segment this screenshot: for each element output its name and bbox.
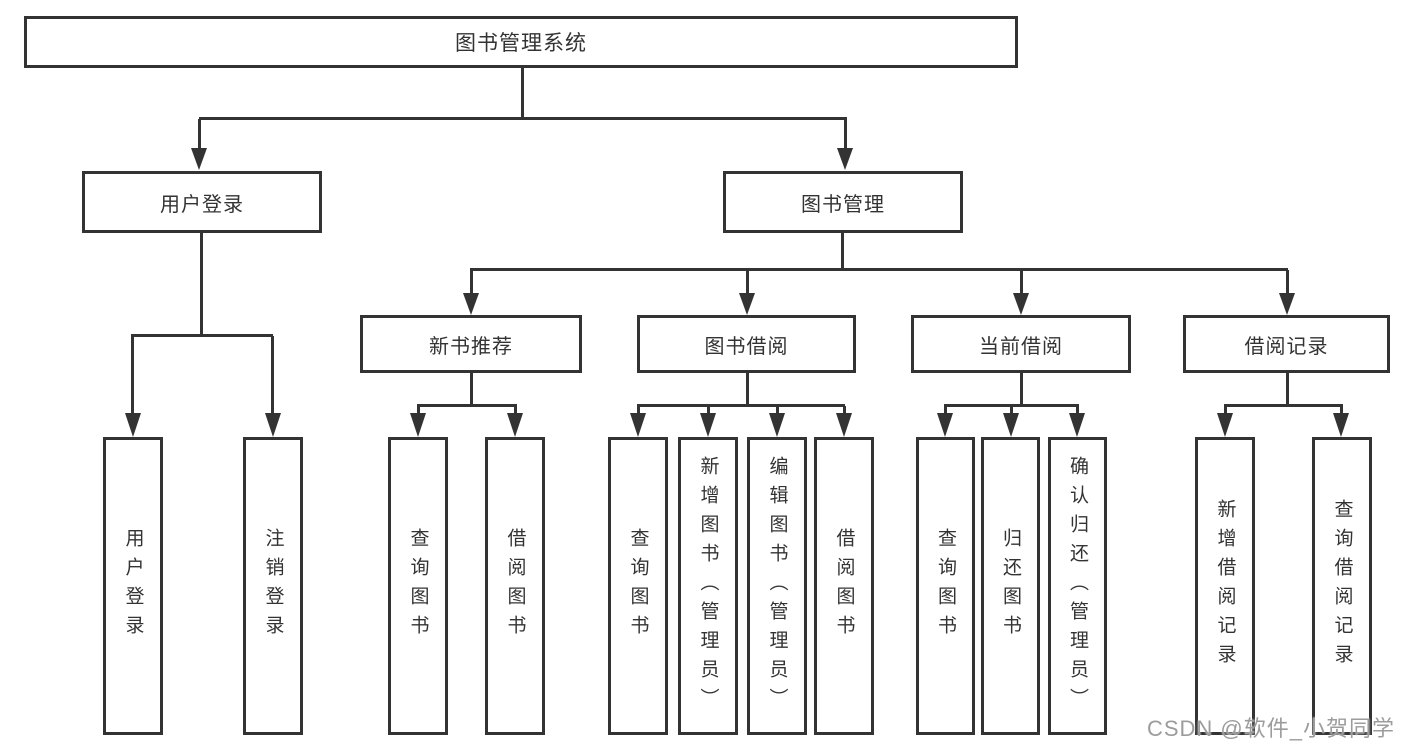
arrow-down-icon — [769, 413, 785, 437]
node-new-book-recommendation: 新书推荐 — [360, 315, 582, 373]
connector-records-drop-2 — [1340, 406, 1343, 414]
connector-records-drop-1 — [1224, 406, 1227, 414]
connector-user-login-rail — [131, 334, 273, 337]
leaf-return-books: 归还图书 — [981, 437, 1040, 735]
arrow-down-icon — [463, 293, 479, 315]
node-current-borrowing: 当前借阅 — [911, 315, 1131, 373]
connector-records-rail — [1224, 404, 1343, 407]
arrow-down-icon — [1003, 413, 1019, 437]
connector-root-rail — [199, 117, 847, 120]
node-label: 用户登录 — [160, 193, 244, 216]
arrow-down-icon — [700, 413, 716, 437]
arrow-down-icon — [265, 413, 281, 437]
leaf-query-books-borrowing: 查询图书 — [608, 437, 668, 735]
leaf-label: 查询图书 — [407, 528, 429, 644]
arrow-down-icon — [507, 413, 523, 437]
leaf-label: 用户登录 — [122, 528, 144, 644]
node-label: 图书借阅 — [704, 335, 789, 358]
connector-root-stem — [521, 68, 524, 119]
leaf-label: 编辑图书（管理员） — [766, 455, 788, 717]
arrow-down-icon — [410, 413, 426, 437]
arrow-down-icon — [191, 148, 207, 170]
leaf-label: 查询借阅记录 — [1331, 499, 1353, 673]
node-label: 新书推荐 — [429, 335, 513, 358]
csdn-watermark: CSDN @软件_小贺同学 — [1146, 716, 1395, 741]
connector-root-drop-right — [844, 119, 847, 152]
connector-book-mgmt-drop-3 — [1020, 270, 1023, 295]
leaf-query-books-recommend: 查询图书 — [388, 437, 448, 735]
connector-root-drop-left — [198, 119, 201, 152]
connector-book-mgmt-rail — [470, 268, 1288, 271]
connector-borrowing-rail — [637, 404, 845, 407]
connector-borrowing-stem — [746, 373, 749, 406]
connector-borrowing-drop-3 — [776, 406, 779, 414]
node-book-management: 图书管理 — [723, 171, 963, 233]
leaf-label: 查询图书 — [627, 528, 649, 644]
node-library-management-system: 图书管理系统 — [24, 16, 1018, 68]
arrow-down-icon — [1333, 413, 1349, 437]
connector-newbook-stem — [470, 373, 473, 406]
leaf-label: 借阅图书 — [833, 528, 855, 644]
connector-user-login-drop-1 — [131, 336, 134, 414]
arrow-down-icon — [1069, 413, 1085, 437]
leaf-add-book-admin: 新增图书（管理员） — [678, 437, 738, 735]
arrow-down-icon — [1217, 413, 1233, 437]
connector-records-stem — [1286, 373, 1289, 406]
arrow-down-icon — [1279, 293, 1295, 315]
arrow-down-icon — [836, 413, 852, 437]
leaf-logout: 注销登录 — [243, 437, 303, 735]
node-user-login: 用户登录 — [82, 171, 322, 233]
connector-newbook-drop-2 — [514, 406, 517, 414]
connector-current-drop-2 — [1010, 406, 1013, 414]
node-label: 图书管理 — [801, 193, 885, 216]
connector-borrowing-drop-1 — [637, 406, 640, 414]
connector-book-mgmt-drop-2 — [746, 270, 749, 295]
leaf-label: 新增图书（管理员） — [697, 455, 719, 717]
leaf-confirm-return-admin: 确认归还（管理员） — [1048, 437, 1107, 735]
arrow-down-icon — [125, 413, 141, 437]
node-label: 图书管理系统 — [455, 32, 587, 55]
connector-newbook-drop-1 — [417, 406, 420, 414]
leaf-query-books-current: 查询图书 — [916, 437, 975, 735]
connector-current-stem — [1020, 373, 1023, 406]
leaf-edit-book-admin: 编辑图书（管理员） — [747, 437, 807, 735]
arrow-down-icon — [1013, 293, 1029, 315]
connector-user-login-drop-2 — [271, 336, 274, 414]
leaf-user-login: 用户登录 — [103, 437, 163, 735]
connector-current-rail — [944, 404, 1079, 407]
leaf-borrow-books-recommend: 借阅图书 — [485, 437, 545, 735]
leaf-borrow-books: 借阅图书 — [814, 437, 874, 735]
arrow-down-icon — [837, 148, 853, 170]
connector-book-mgmt-drop-1 — [470, 270, 473, 295]
connector-borrowing-drop-2 — [707, 406, 710, 414]
leaf-label: 确认归还（管理员） — [1067, 455, 1088, 717]
connector-book-mgmt-drop-4 — [1286, 270, 1289, 295]
connector-current-drop-1 — [944, 406, 947, 414]
connector-current-drop-3 — [1076, 406, 1079, 414]
connector-newbook-rail — [417, 404, 517, 407]
connector-user-login-stem — [200, 233, 203, 337]
leaf-label: 注销登录 — [262, 528, 284, 644]
node-borrowing-records: 借阅记录 — [1183, 315, 1390, 373]
connector-book-mgmt-stem — [841, 233, 844, 271]
arrow-down-icon — [630, 413, 646, 437]
leaf-label: 借阅图书 — [504, 528, 526, 644]
connector-borrowing-drop-4 — [843, 406, 846, 414]
leaf-label: 归还图书 — [1000, 528, 1021, 644]
leaf-label: 新增借阅记录 — [1214, 499, 1236, 673]
leaf-label: 查询图书 — [935, 528, 956, 644]
arrow-down-icon — [937, 413, 953, 437]
arrow-down-icon — [739, 293, 755, 315]
node-book-borrowing: 图书借阅 — [637, 315, 856, 373]
node-label: 当前借阅 — [979, 335, 1063, 358]
leaf-add-borrow-record: 新增借阅记录 — [1195, 437, 1255, 735]
leaf-query-borrow-record: 查询借阅记录 — [1312, 437, 1372, 735]
node-label: 借阅记录 — [1244, 335, 1329, 358]
